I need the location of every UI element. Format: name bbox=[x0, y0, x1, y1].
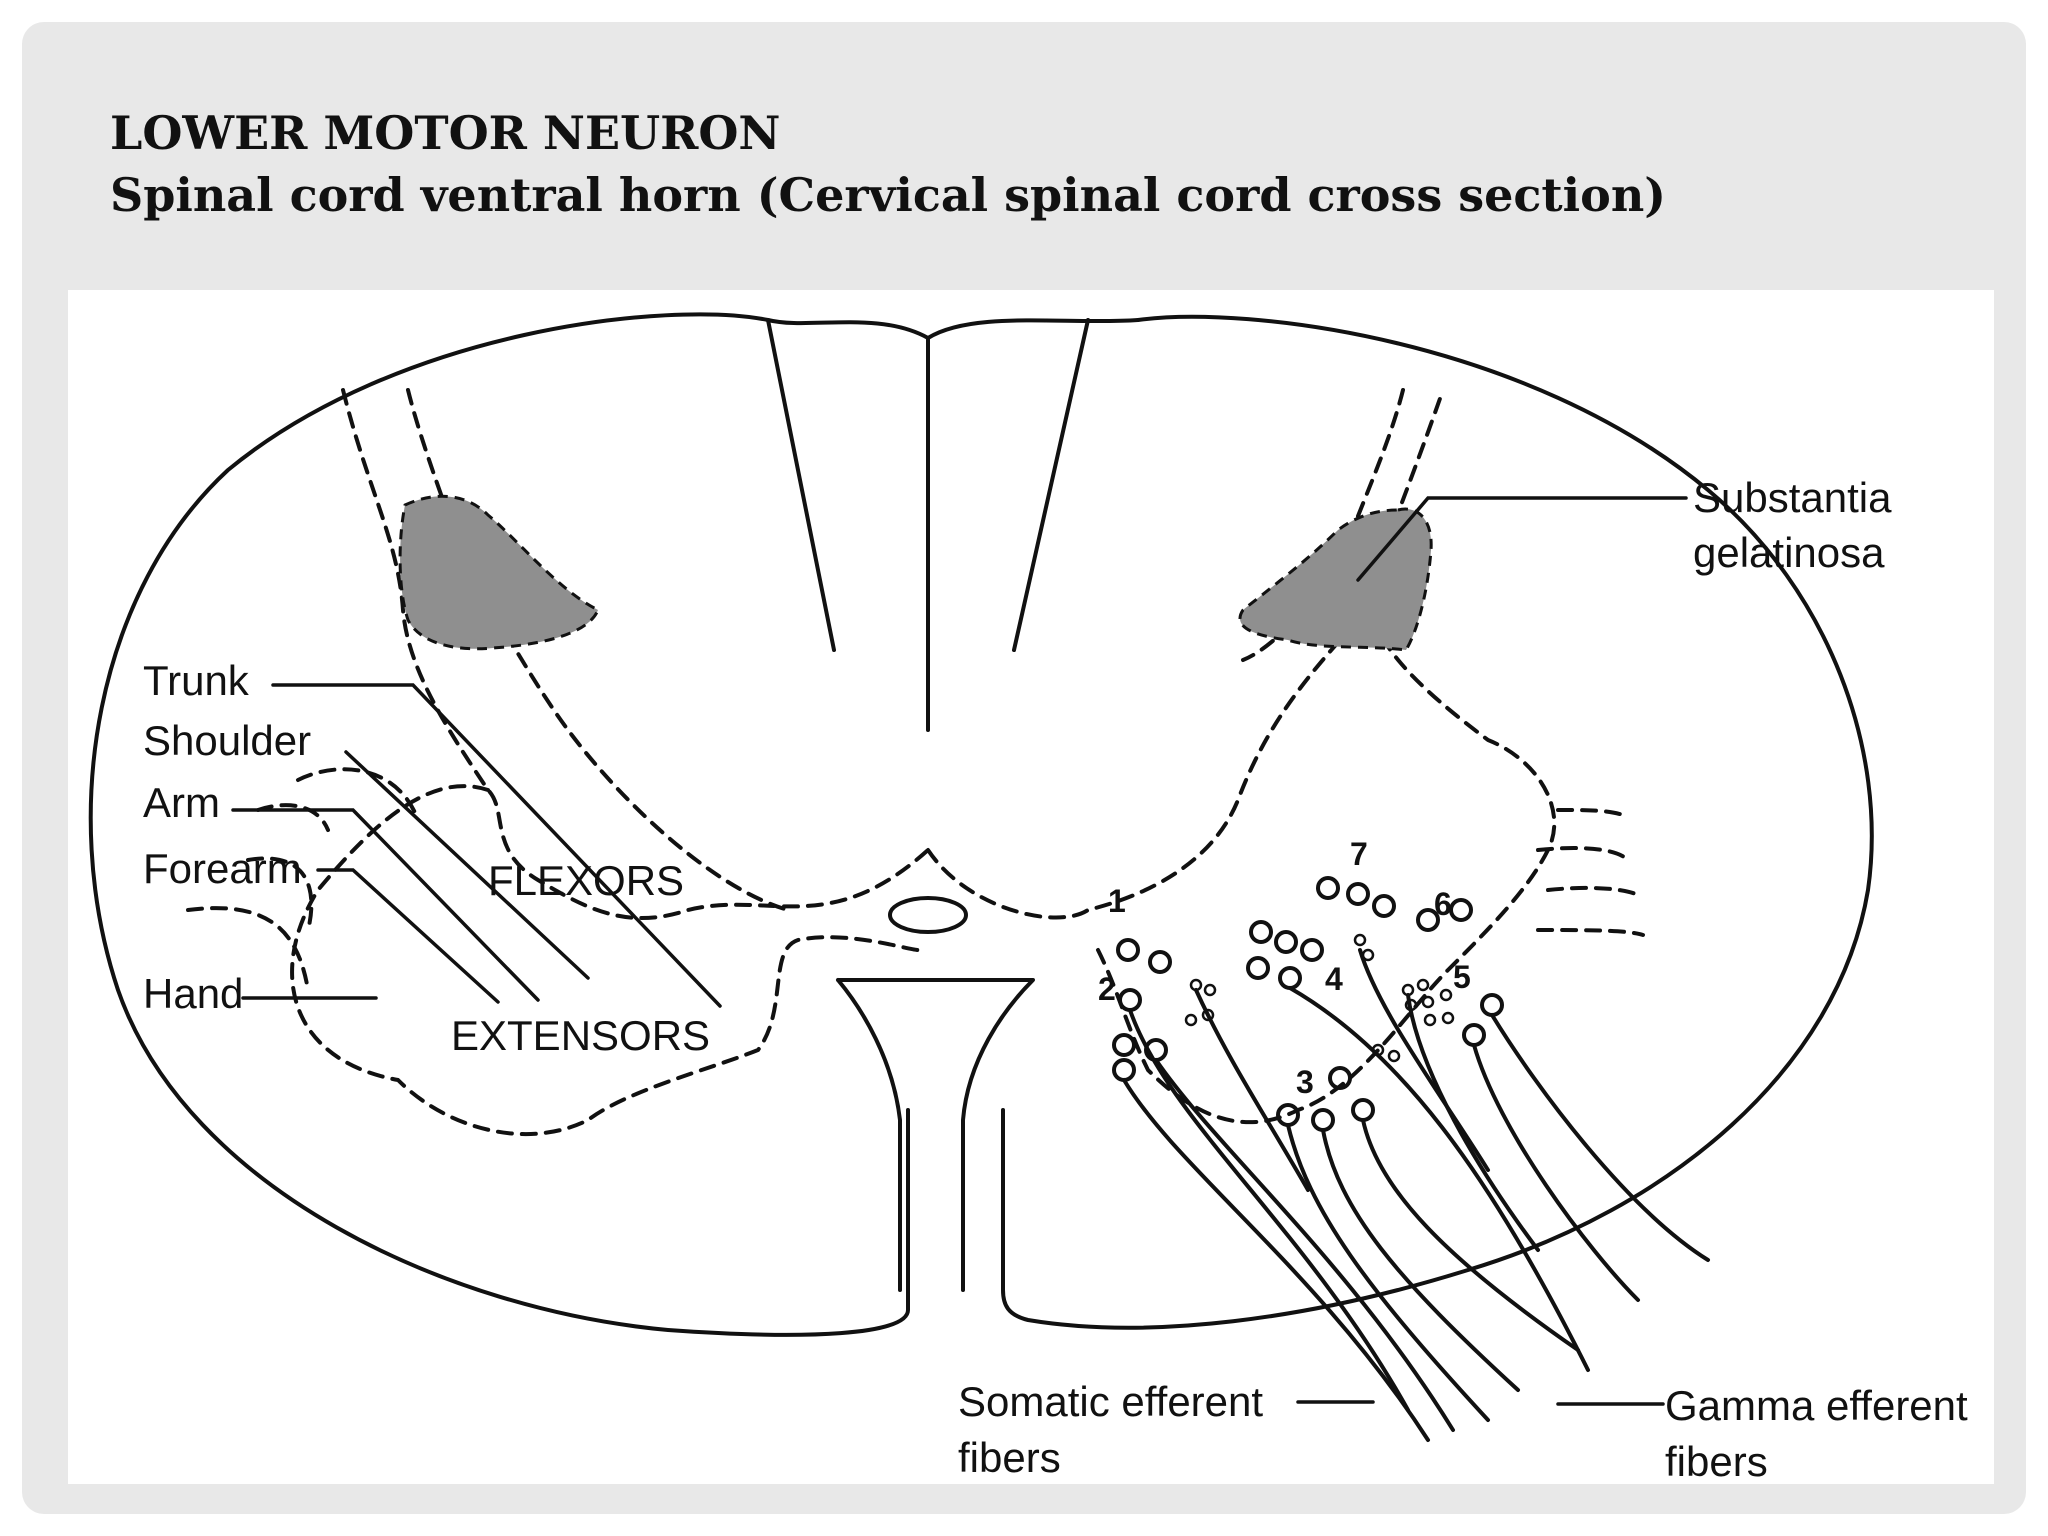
motor-neuron bbox=[1351, 1098, 1375, 1122]
leader-substantia bbox=[1356, 496, 1688, 582]
somatic-efferent-fiber bbox=[1122, 1078, 1430, 1442]
gamma-neuron bbox=[1421, 995, 1435, 1009]
leader-shoulder bbox=[344, 750, 590, 980]
label-shoulder: Shoulder bbox=[143, 717, 311, 764]
gamma-efferent-fiber bbox=[1358, 948, 1490, 1172]
motor-neuron bbox=[1278, 966, 1302, 990]
label-flexors: FLEXORS bbox=[488, 857, 684, 904]
somatic-efferent-fiber bbox=[1321, 1128, 1520, 1392]
label-substantia-line2: gelatinosa bbox=[1693, 529, 1885, 576]
motor-neuron bbox=[1416, 908, 1440, 932]
ventral-horn-right bbox=[1096, 548, 1557, 1125]
label-forearm: Forearm bbox=[143, 845, 302, 892]
leader-forearm bbox=[316, 868, 500, 1004]
label-somatic-line2: fibers bbox=[958, 1434, 1061, 1481]
label-hand: Hand bbox=[143, 970, 243, 1017]
dorsal-notch bbox=[766, 318, 1140, 340]
limb-region-right bbox=[1536, 808, 1645, 937]
ventral-fissure bbox=[836, 978, 1035, 1292]
dorsal-sulcus-right bbox=[1012, 318, 1090, 652]
motor-neuron bbox=[1249, 920, 1273, 944]
label-substantia-line1: Substantia bbox=[1693, 474, 1892, 521]
somatic-efferent-fiber bbox=[1361, 1118, 1580, 1352]
motor-neuron bbox=[1112, 1058, 1136, 1082]
gamma-efferent-fiber bbox=[1194, 988, 1310, 1192]
motor-neuron bbox=[1246, 956, 1270, 980]
nucleus-number-6: 6 bbox=[1434, 886, 1452, 922]
leader-trunk bbox=[271, 683, 722, 1008]
nucleus-number-1: 1 bbox=[1108, 883, 1126, 919]
gamma-neuron bbox=[1203, 983, 1217, 997]
motor-neuron bbox=[1274, 930, 1298, 954]
limb-region-left bbox=[186, 767, 420, 992]
substantia-gelatinosa-right bbox=[1238, 507, 1433, 652]
title-line-1: LOWER MOTOR NEURON bbox=[110, 106, 781, 160]
motor-neuron bbox=[1480, 993, 1504, 1017]
gamma-neuron bbox=[1441, 1011, 1455, 1025]
nucleus-number-5: 5 bbox=[1453, 959, 1471, 995]
label-somatic-line1: Somatic efferent bbox=[958, 1378, 1263, 1425]
gamma-neuron bbox=[1184, 1013, 1198, 1027]
somatic-efferent-fiber bbox=[1288, 986, 1590, 1372]
motor-neuron bbox=[1300, 938, 1324, 962]
gamma-neuron bbox=[1201, 1008, 1215, 1022]
gamma-neuron bbox=[1387, 1049, 1401, 1063]
gamma-neuron bbox=[1416, 978, 1430, 992]
gamma-neuron bbox=[1439, 988, 1453, 1002]
motor-neuron bbox=[1346, 882, 1370, 906]
cord-outline bbox=[88, 312, 1874, 1337]
motor-neuron bbox=[1449, 898, 1473, 922]
nucleus-number-3: 3 bbox=[1296, 1064, 1314, 1100]
substantia-gelatinosa-left bbox=[398, 494, 600, 651]
title-line-2: Spinal cord ventral horn (Cervical spina… bbox=[110, 168, 1667, 222]
nucleus-number-2: 2 bbox=[1098, 971, 1116, 1007]
motor-neuron bbox=[1328, 1066, 1352, 1090]
gamma-neuron bbox=[1353, 933, 1367, 947]
gamma-neuron bbox=[1423, 1013, 1437, 1027]
somatic-efferent-fiber bbox=[1490, 1013, 1710, 1262]
label-extensors: EXTENSORS bbox=[451, 1012, 710, 1059]
motor-neuron bbox=[1462, 1023, 1486, 1047]
motor-neuron bbox=[1118, 988, 1142, 1012]
somatic-efferent-fiber bbox=[1154, 1058, 1455, 1432]
motor-neuron bbox=[1311, 1108, 1335, 1132]
somatic-efferent-fiber bbox=[1128, 1008, 1410, 1412]
motor-neuron bbox=[1116, 938, 1140, 962]
central-canal bbox=[888, 896, 968, 934]
label-arm: Arm bbox=[143, 779, 220, 826]
label-gamma-line2: fibers bbox=[1665, 1438, 1768, 1484]
gamma-efferent-fiber bbox=[1406, 993, 1540, 1252]
gray-matter-boundary bbox=[341, 388, 1445, 920]
ventral-horn-left bbox=[290, 784, 920, 1137]
motor-neuron bbox=[1316, 876, 1340, 900]
somatic-efferent-fiber bbox=[1472, 1043, 1640, 1302]
label-trunk: Trunk bbox=[143, 657, 250, 704]
spinal-cord-diagram: Trunk Shoulder Arm Forearm Hand FLEXORS … bbox=[88, 312, 1968, 1484]
motor-neuron bbox=[1112, 1033, 1136, 1057]
slide-title: LOWER MOTOR NEURON Spinal cord ventral h… bbox=[110, 102, 1666, 226]
label-gamma-line1: Gamma efferent bbox=[1665, 1382, 1968, 1429]
somatic-efferent-fiber bbox=[1286, 1123, 1490, 1422]
motor-neuron bbox=[1148, 950, 1172, 974]
nucleus-number-4: 4 bbox=[1325, 961, 1343, 997]
figure-panel: Trunk Shoulder Arm Forearm Hand FLEXORS … bbox=[68, 290, 1994, 1484]
motor-neuron bbox=[1372, 894, 1396, 918]
leader-arm bbox=[231, 808, 540, 1002]
dorsal-sulcus-left bbox=[766, 318, 836, 652]
nucleus-number-7: 7 bbox=[1350, 836, 1368, 872]
